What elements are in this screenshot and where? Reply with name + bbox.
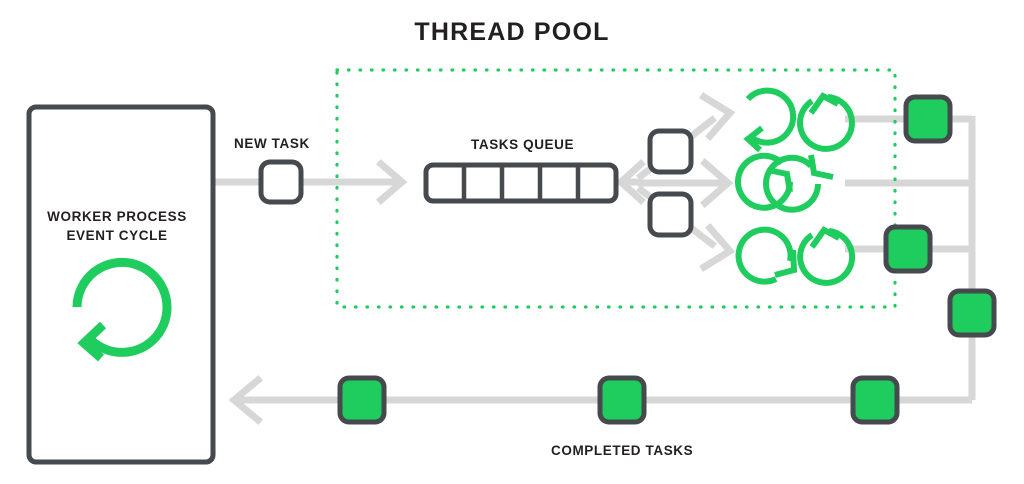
- completed-task-square: [886, 227, 930, 271]
- tasks-queue: [423, 162, 619, 204]
- thread-spinner-cw-icon: [797, 92, 855, 152]
- pending-task-square-icon: [647, 191, 694, 238]
- empty-task-square-icon: [258, 159, 304, 205]
- worker-process-label-line1: WORKER PROCESS: [47, 209, 187, 224]
- thread-spinner-cw-icon: [735, 226, 798, 285]
- arrow-into-queue-icon: [615, 159, 646, 205]
- arrow-completed-left-icon: [228, 375, 263, 425]
- worker-process-label-line2: EVENT CYCLE: [66, 228, 168, 243]
- tasks-queue-label: TASKS QUEUE: [471, 137, 575, 152]
- arrow-branch-down-icon: [699, 223, 736, 272]
- completed-task-square: [340, 378, 384, 422]
- completed-task-square: [600, 378, 644, 422]
- completed-tasks-label: COMPLETED TASKS: [551, 443, 694, 458]
- completed-task-square: [853, 378, 897, 422]
- thread-pool-boundary: [335, 68, 897, 309]
- arrow-to-queue-icon: [376, 159, 408, 205]
- thread-spinner-ccw-icon: [743, 87, 797, 153]
- pending-task-square-icon: [647, 128, 694, 175]
- connector-lines: [213, 115, 976, 404]
- arrow-branch-mid-icon: [700, 158, 734, 208]
- page-title: THREAD POOL: [414, 18, 610, 46]
- thread-spinner-cw-icon: [735, 152, 793, 211]
- new-task-label: NEW TASK: [234, 136, 310, 151]
- completed-task-square: [950, 291, 994, 335]
- refresh-cycle-icon: [72, 257, 172, 362]
- worker-process-box: [26, 104, 216, 465]
- thread-spinner-cw-icon: [797, 226, 856, 286]
- flow-arrowheads: [228, 92, 736, 425]
- thread-spinner-ccw-icon: [763, 154, 834, 213]
- completed-task-square: [906, 97, 950, 141]
- arrow-branch-up-icon: [699, 92, 736, 141]
